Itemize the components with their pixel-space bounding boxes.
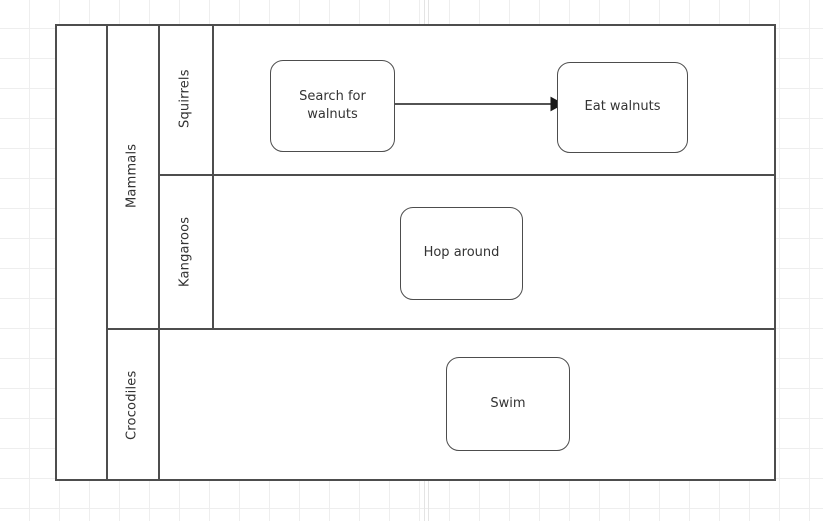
lane-label-kangaroos: Kangaroos: [177, 216, 193, 288]
lane-label-squirrels: Squirrels: [177, 69, 193, 129]
pool-header-label: [55, 24, 106, 481]
group-label-mammals: Mammals: [124, 143, 140, 209]
squirrels-kangaroos-divider: [158, 174, 776, 176]
lane-label-divider: [212, 24, 214, 330]
task-swim[interactable]: Swim: [446, 357, 570, 451]
mammals-group-divider: [158, 24, 160, 330]
pool-header-divider: [106, 24, 108, 481]
mammals-crocodiles-divider: [106, 328, 776, 330]
task-search-for-walnuts[interactable]: Search for walnuts: [270, 60, 395, 152]
swimlane-diagram[interactable]: Mammals Squirrels Kangaroos Crocodiles S…: [55, 24, 776, 481]
task-eat-walnuts[interactable]: Eat walnuts: [557, 62, 688, 153]
lane-label-crocodiles: Crocodiles: [124, 370, 140, 441]
task-hop-around[interactable]: Hop around: [400, 207, 523, 300]
crocodiles-label-divider: [158, 330, 160, 481]
